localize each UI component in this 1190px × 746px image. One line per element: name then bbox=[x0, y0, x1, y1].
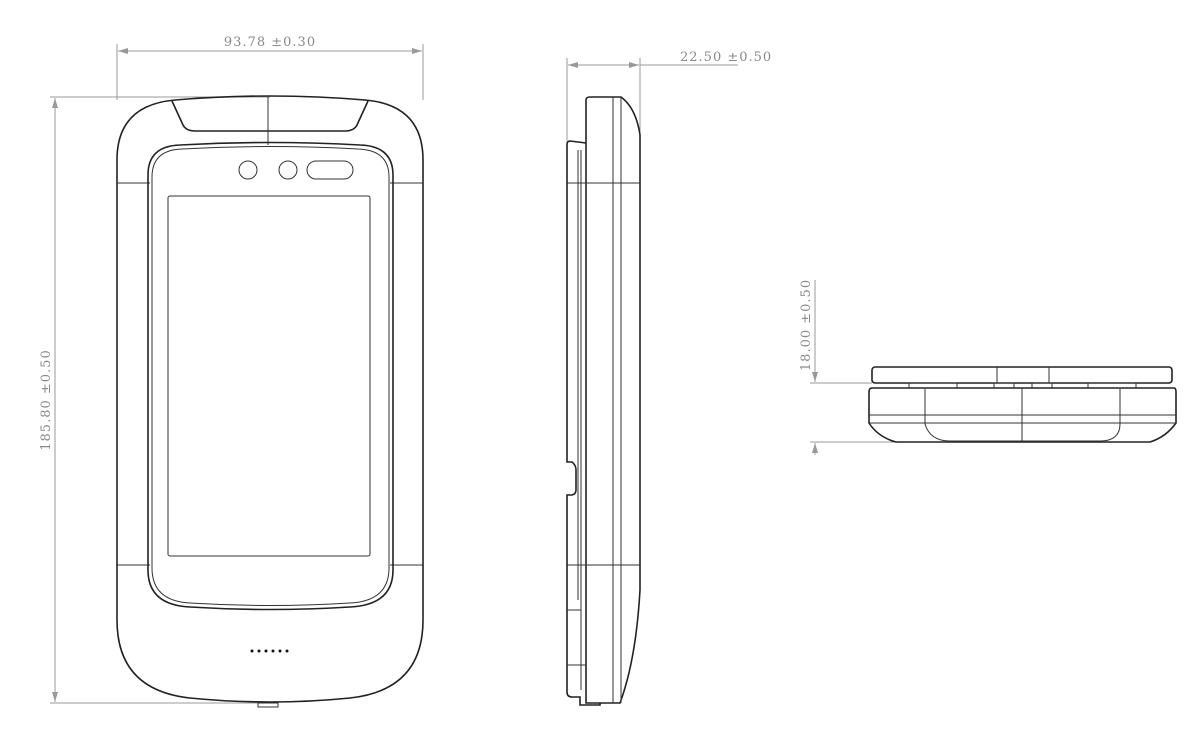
top-view: 18.00 ±0.50 bbox=[799, 279, 1177, 455]
bezel bbox=[147, 141, 394, 611]
height-dimension-label: 185.80 ±0.50 bbox=[39, 349, 54, 450]
height-dimension: 185.80 ±0.50 bbox=[39, 96, 270, 704]
depth-dimension-label: 22.50 ±0.50 bbox=[680, 50, 772, 65]
screen bbox=[167, 195, 371, 557]
back-plate bbox=[566, 140, 601, 706]
front-view: 93.78 ±0.30 185.80 ±0.50 bbox=[39, 35, 424, 708]
ir-sensor bbox=[306, 160, 354, 180]
sensor-window bbox=[171, 100, 369, 132]
front-plate bbox=[871, 366, 1173, 384]
width-dimension: 93.78 ±0.30 bbox=[116, 35, 424, 100]
camera-icon bbox=[278, 160, 298, 180]
width-dimension-label: 93.78 ±0.30 bbox=[224, 35, 316, 50]
thickness-dimension-label: 18.00 ±0.50 bbox=[799, 279, 814, 371]
bottom-tab bbox=[257, 702, 279, 708]
side-view: 22.50 ±0.50 bbox=[566, 50, 772, 706]
rear-body bbox=[868, 387, 1177, 443]
depth-dimension: 22.50 ±0.50 bbox=[566, 50, 772, 145]
speaker-grille bbox=[250, 649, 289, 653]
camera-icon bbox=[238, 160, 258, 180]
side-body bbox=[585, 96, 641, 704]
device-outline bbox=[116, 95, 424, 703]
